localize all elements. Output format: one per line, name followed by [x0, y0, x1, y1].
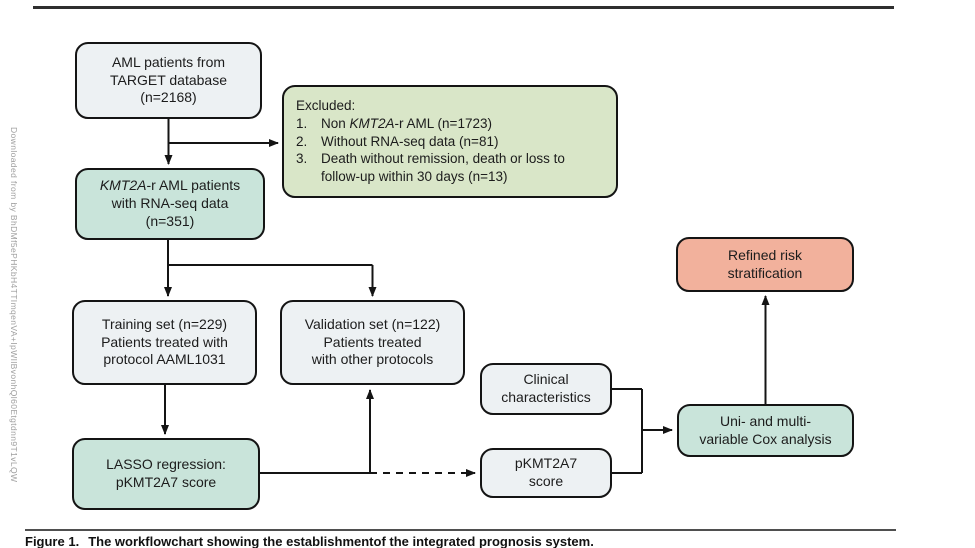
watermark-text: Downloaded from by BhDMf5ePHKbH4TTImqenV…: [9, 127, 19, 483]
node-text-line: Patients treated: [323, 333, 422, 350]
node-pkmt2a7-score: pKMT2A7 score: [480, 448, 612, 498]
node-text-line: variable Cox analysis: [699, 430, 832, 447]
excluded-item-number: 1.: [296, 115, 308, 131]
node-text-line: score: [528, 473, 564, 489]
node-lasso-regression: LASSO regression: pKMT2A7 score: [72, 438, 260, 510]
figure-caption-text: The workflowchart showing the establishm…: [88, 534, 594, 548]
node-refined-risk: Refined risk stratification: [676, 237, 854, 292]
top-rule: [33, 6, 894, 9]
node-validation-set: Validation set (n=122) Patients treated …: [280, 300, 465, 385]
node-text-line: Uni- and multi-: [719, 412, 812, 429]
node-clinical-characteristics: Clinical characteristics: [480, 363, 612, 415]
node-text-line: stratification: [727, 264, 803, 281]
excluded-item-number: 3.: [296, 151, 308, 167]
node-text-line: with other protocols: [311, 351, 434, 368]
node-cox-analysis: Uni- and multi- variable Cox analysis: [677, 404, 854, 457]
figure-caption: Figure 1. The workflowchart showing the e…: [25, 534, 594, 548]
node-text-line: pKMT2A7: [514, 455, 578, 472]
node-text-line: Validation set (n=122): [304, 315, 441, 332]
excluded-item-1: 1. Non KMT2A-r AML (n=1723): [296, 115, 492, 133]
node-text-line: Patients treated with: [101, 333, 228, 350]
node-text-line: (n=351): [145, 212, 195, 229]
node-text-line: pKMT2A7 score: [115, 474, 217, 490]
excluded-item-2: 2. Without RNA-seq data (n=81): [296, 133, 498, 151]
excluded-title: Excluded:: [296, 97, 356, 113]
excluded-item-text: Without RNA-seq data (n=81): [321, 133, 499, 149]
node-text-line: Clinical: [523, 371, 569, 388]
node-text-line: LASSO regression:: [106, 456, 226, 473]
excluded-item-3: 3. Death without remission, death or los…: [296, 150, 604, 186]
node-kmt2a-patients: KMT2A-r AML patients with RNA-seq data (…: [75, 168, 265, 240]
node-training-set: Training set (n=229) Patients treated wi…: [72, 300, 257, 385]
node-text-line: Refined risk: [728, 246, 802, 263]
node-text-line: characteristics: [501, 389, 591, 405]
excluded-item-text: Death without remission, death or loss t…: [321, 151, 565, 185]
node-text-line: AML patients from: [111, 53, 226, 70]
node-text-line: (n=2168): [140, 89, 197, 106]
line-kmt2a-split: [167, 240, 373, 266]
node-target-database: AML patients from TARGET database (n=216…: [75, 42, 262, 119]
node-text-line: Training set (n=229): [101, 315, 228, 332]
caption-rule: [25, 529, 896, 531]
node-text-line: with RNA-seq data: [111, 195, 229, 212]
excluded-item-text: Non KMT2A-r AML (n=1723): [321, 115, 492, 131]
node-text-line: protocol AAML1031: [103, 351, 226, 368]
node-text-line: KMT2A-r AML patients: [99, 177, 241, 194]
excluded-item-number: 2.: [296, 133, 308, 149]
figure-label: Figure 1.: [25, 534, 80, 548]
node-text-line: TARGET database: [110, 71, 227, 88]
node-excluded: Excluded: 1. Non KMT2A-r AML (n=1723) 2.…: [282, 85, 618, 198]
